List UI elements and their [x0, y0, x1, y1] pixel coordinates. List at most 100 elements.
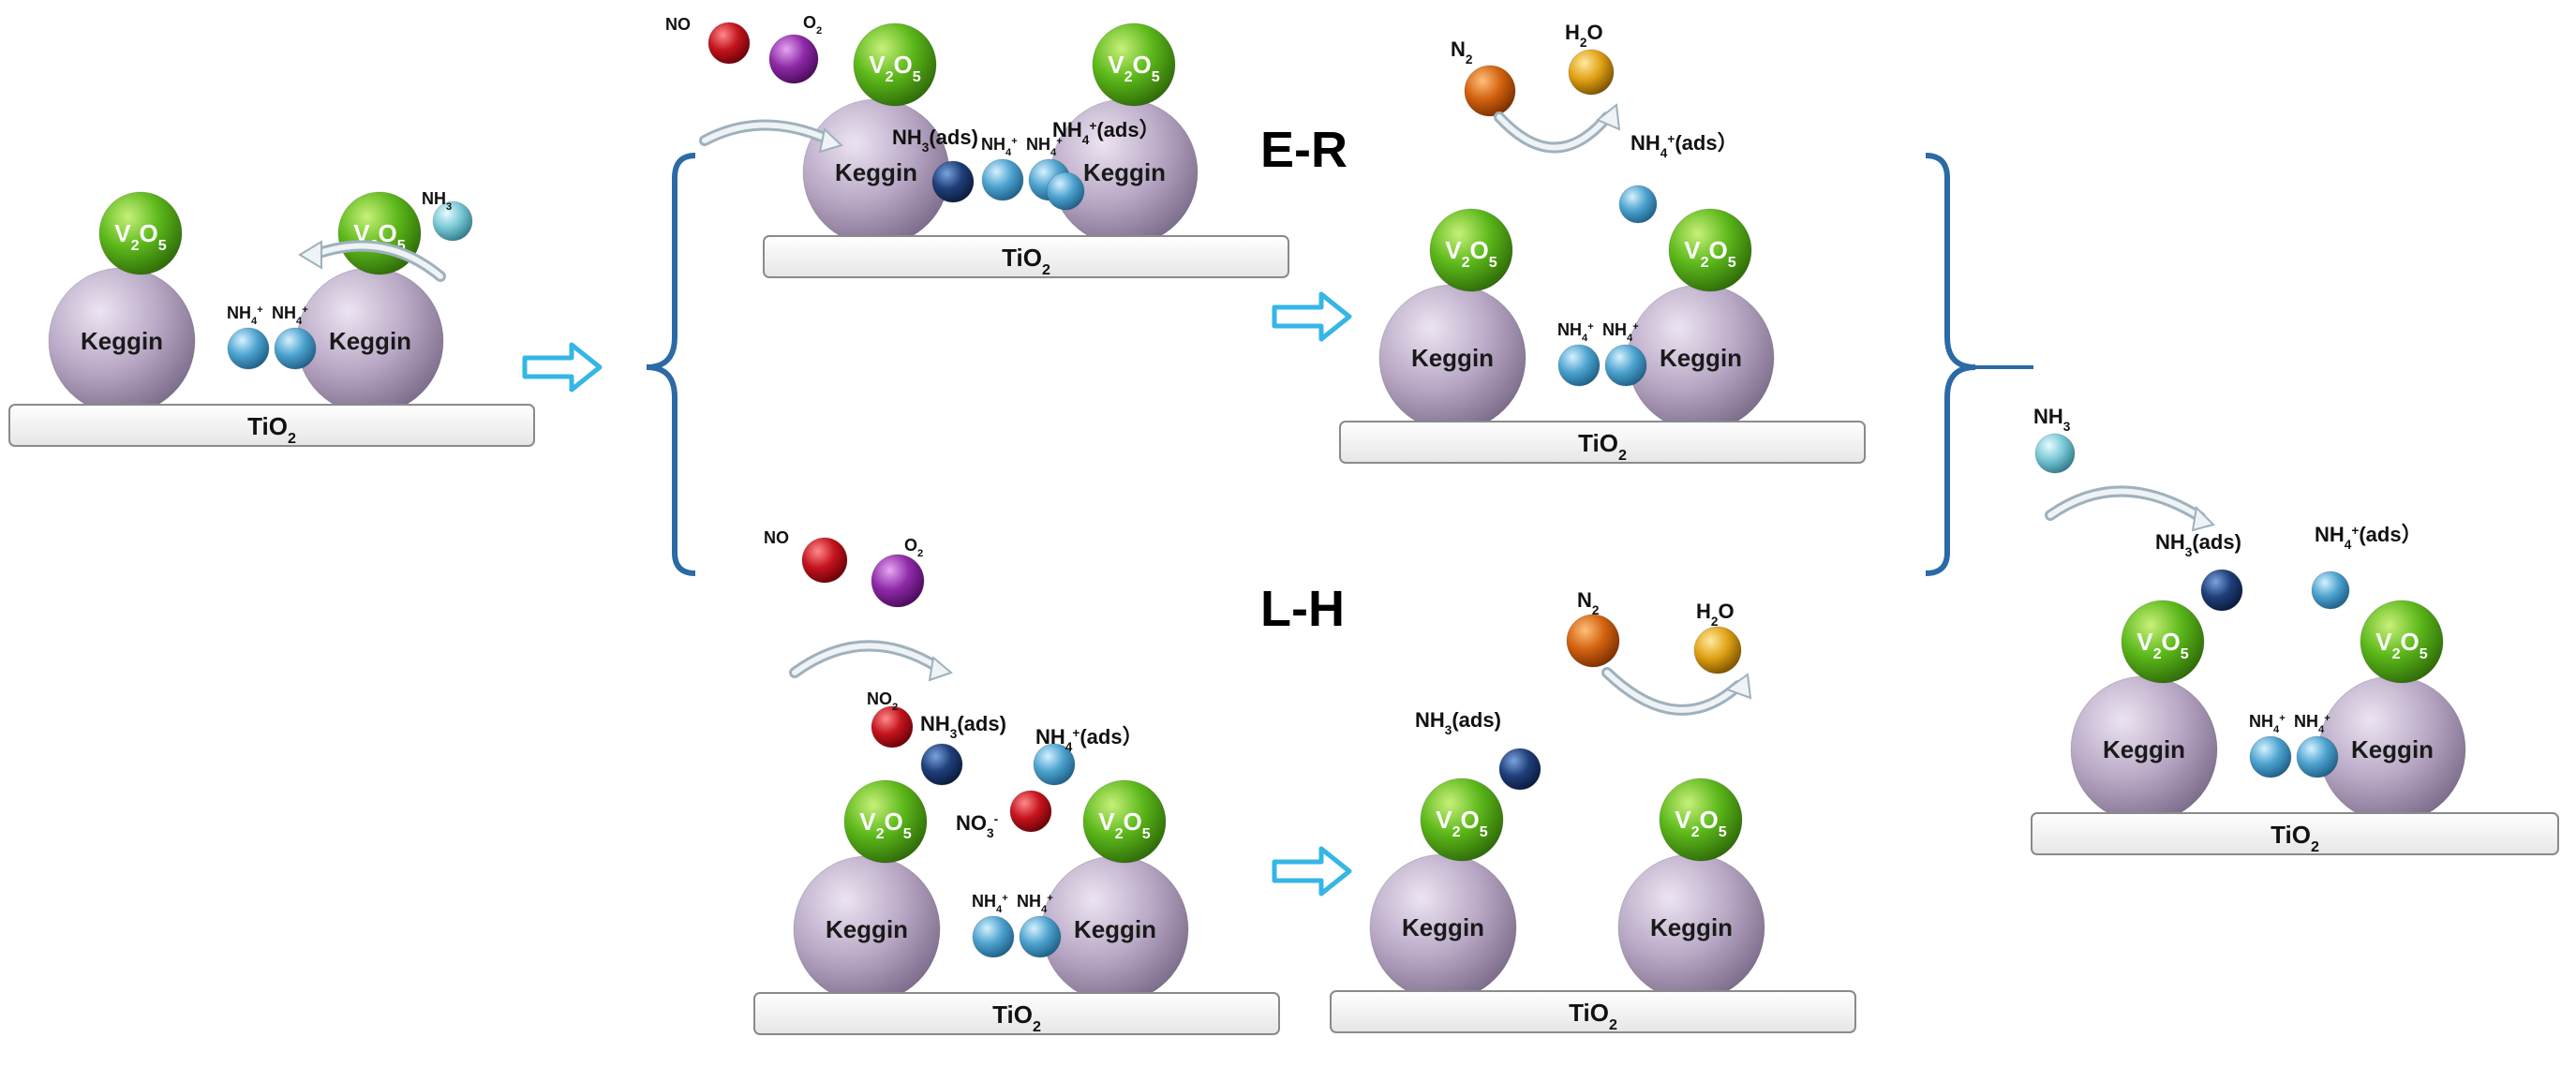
nh4-ads-label-part: NH	[1035, 725, 1065, 748]
v2o5-sphere	[853, 22, 937, 107]
nh4-ads-label-part: NH	[1630, 131, 1660, 155]
keggin-label: Keggin	[1650, 913, 1733, 941]
keggin-label: Keggin	[2103, 735, 2185, 763]
nh3-ads-sphere	[2200, 569, 2243, 612]
tio2-support	[753, 992, 1280, 1035]
h2o-label: H2O	[1696, 600, 1735, 629]
tio2-label-part: 2	[2311, 838, 2319, 855]
v2o5-label-part: 2	[876, 825, 885, 842]
nh4-label-part: 4	[2318, 724, 2325, 735]
n2-label: N2	[1577, 588, 1600, 617]
nh3-ads-label: NH3(ads)	[2155, 530, 2241, 559]
n2-label: N2	[1451, 37, 1473, 67]
reactant-arrow-head	[818, 127, 843, 154]
nh4-sphere	[227, 327, 270, 370]
tio2-label-part: TiO	[992, 1000, 1033, 1029]
no3-sphere	[1009, 790, 1052, 833]
no-label: NO	[665, 15, 691, 34]
nh4-ads-sphere	[1618, 185, 1658, 224]
h2o-label-part: 2	[1711, 615, 1719, 629]
h2o-label-part: H	[1696, 600, 1711, 623]
nh4-ads-label-part: (ads）	[1675, 131, 1737, 155]
v2o5-label-part: 2	[1452, 823, 1461, 840]
o2-sphere	[768, 34, 819, 84]
nh3-ads-label-part: NH	[1415, 708, 1445, 732]
tio2-support	[8, 404, 535, 447]
nh4-ads-label: NH4+(ads）	[1052, 118, 1160, 147]
nh3-ads-label-part: (ads)	[929, 126, 978, 149]
nh4-label-part: +	[1047, 893, 1053, 904]
n2-sphere	[1566, 614, 1620, 668]
nh4-sphere	[972, 915, 1015, 958]
no-label: NO	[764, 528, 789, 547]
o2-label: O2	[803, 13, 822, 37]
v2o5-label-part: 5	[2181, 645, 2189, 662]
keggin-label: Keggin	[1083, 158, 1166, 186]
o2-label-part: 2	[917, 548, 923, 559]
tio2-label-part: 2	[288, 430, 296, 447]
o2-sphere	[871, 554, 925, 608]
nh4-label-part: +	[1632, 321, 1639, 333]
keggin-label: Keggin	[1660, 344, 1742, 372]
nh4-label-part: 4	[1627, 333, 1633, 344]
approach-arrow-head	[298, 240, 322, 270]
h2o-label-part: H	[1565, 21, 1580, 44]
tio2-support	[1339, 421, 1866, 464]
nh4-ads-label: NH4+(ads）	[1630, 131, 1738, 160]
v2o5-label: V2O5	[114, 219, 167, 254]
h2o-label: H2O	[1565, 21, 1603, 50]
nh3-ads-label-part: NH	[2155, 530, 2185, 554]
v2o5-label-part: V	[1436, 806, 1452, 834]
nh3-gas-label-part: NH	[422, 189, 446, 208]
v2o5-label-part: V	[114, 219, 131, 247]
v2o5-label-part: V	[1098, 808, 1115, 836]
v2o5-label-part: O	[379, 219, 397, 247]
nh4-label: NH4+	[227, 304, 263, 327]
keggin-label: Keggin	[81, 327, 163, 355]
nh3-ads-label-part: (ads)	[957, 712, 1006, 735]
n2-label-part: N	[1451, 37, 1466, 61]
v2o5-label-part: 2	[2392, 645, 2401, 662]
product-arrow-inner	[1496, 114, 1610, 151]
v2o5-label-part: 5	[1152, 68, 1160, 85]
nh3-ads-sphere	[1498, 748, 1541, 791]
nh4-label-part: +	[2279, 713, 2286, 724]
tio2-label: TiO2	[992, 1000, 1041, 1035]
v2o5-sphere	[1420, 778, 1504, 862]
keggin-label: Keggin	[2351, 735, 2434, 763]
nh4-label-part: +	[2324, 713, 2330, 724]
v2o5-label: V2O5	[2137, 628, 2189, 662]
nh4-label: NH4+	[981, 135, 1018, 158]
h2o-sphere	[1693, 626, 1742, 674]
nh4-ads-label-part: 4	[1660, 146, 1668, 160]
keggin-label: Keggin	[1402, 913, 1484, 941]
v2o5-label: V2O5	[1098, 808, 1151, 842]
v2o5-label-part: V	[2375, 628, 2392, 656]
o2-label-part: O	[904, 536, 917, 555]
no-sphere	[801, 537, 848, 584]
nh4-label-part: +	[1011, 136, 1018, 147]
v2o5-label-part: 2	[1124, 68, 1133, 85]
v2o5-label: V2O5	[1684, 236, 1736, 271]
nh4-ads-label-part: NH	[1052, 118, 1082, 141]
h2o-sphere	[1568, 49, 1615, 96]
v2o5-label: V2O5	[859, 808, 912, 842]
bracket-right	[1925, 153, 1976, 576]
nh3-ads-sphere	[931, 160, 975, 203]
tio2-label-part: 2	[1042, 261, 1050, 278]
tio2-support	[1330, 990, 1856, 1033]
nh3-ads-label-part: 3	[950, 727, 958, 741]
nh4-ads-label-part: 4	[1082, 133, 1090, 147]
nh3-ads-label-part: NH	[892, 126, 922, 149]
tio2-label-part: TiO	[1578, 429, 1618, 457]
nh4-ads-sphere	[1033, 743, 1076, 786]
mechanism-lh-label: L-H	[1260, 581, 1345, 637]
nh4-ads-label-part: +	[1089, 119, 1096, 133]
nh4-label: NH4+	[1026, 135, 1063, 158]
no3-label-part: NO	[956, 811, 987, 835]
